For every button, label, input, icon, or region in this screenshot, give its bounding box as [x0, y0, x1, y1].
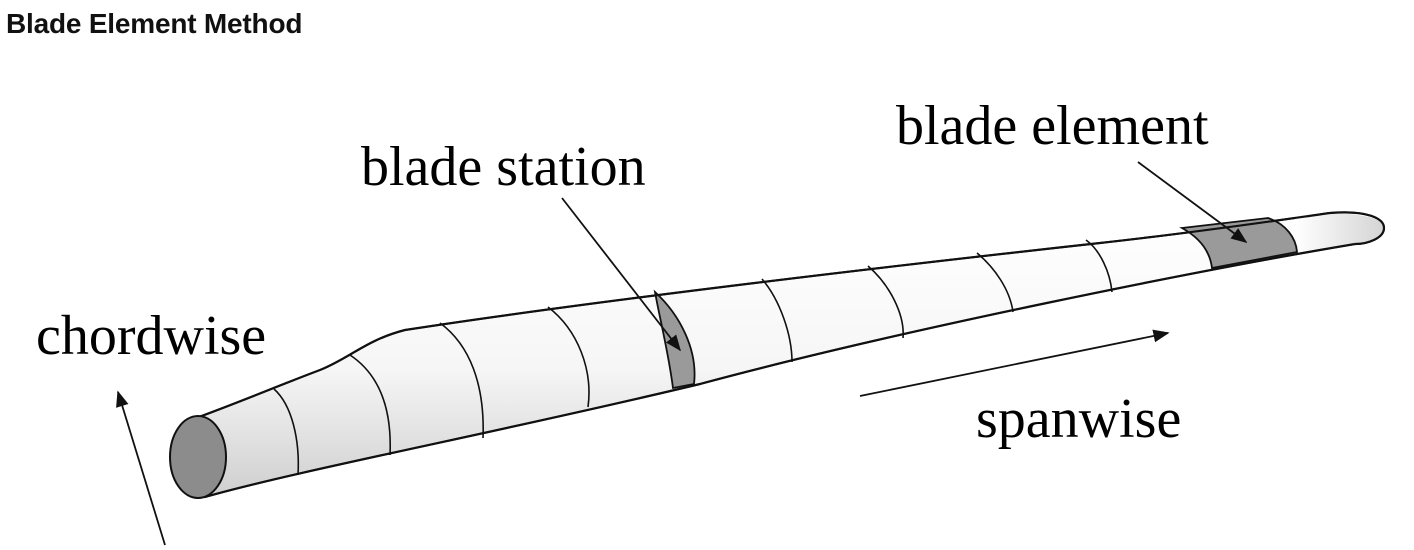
blade-station-pointer	[561, 197, 681, 352]
blade-outline-bottom	[204, 242, 1356, 499]
chordwise-label: chordwise	[36, 305, 266, 367]
blade-outline-top	[195, 211, 1386, 420]
blade-element-pointer	[1137, 161, 1248, 243]
spanwise-arrow	[859, 329, 1170, 397]
spanwise-label: spanwise	[976, 388, 1181, 450]
chordwise-arrow	[116, 390, 166, 546]
station-lines	[273, 239, 1113, 476]
blade-station-label: blade station	[361, 136, 646, 198]
page-title: Blade Element Method	[6, 8, 303, 39]
blade-body	[194, 211, 1386, 499]
blade-element-label: blade element	[896, 95, 1209, 157]
blade-root-cap	[169, 415, 227, 499]
